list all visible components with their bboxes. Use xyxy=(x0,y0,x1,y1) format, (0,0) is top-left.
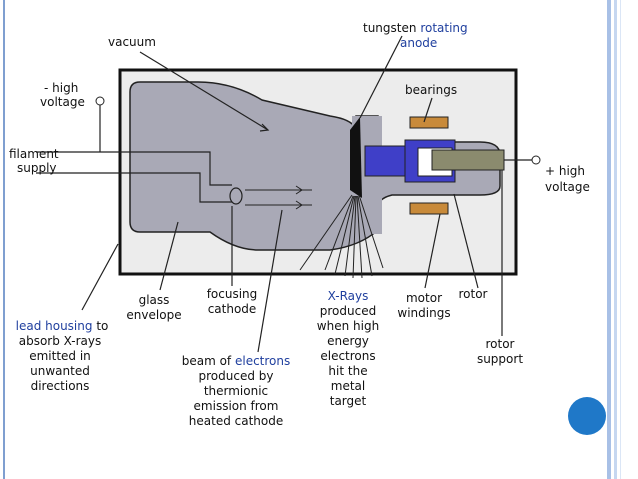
lead-housing-title: lead housing to xyxy=(6,320,118,333)
lead-housing-to: to xyxy=(92,319,109,333)
lead-line: unwanted xyxy=(30,364,90,378)
slide-right-border xyxy=(607,0,611,479)
label-glass: glass xyxy=(138,293,170,307)
label-bearings: bearings xyxy=(405,83,458,97)
cathode-coil xyxy=(229,187,243,205)
label-windings: windings xyxy=(397,306,451,320)
beam-title: beam of electrons xyxy=(174,355,298,368)
label-rotating: rotating xyxy=(420,21,468,35)
slide-right-border-inner xyxy=(614,0,617,479)
label-filament: filament xyxy=(9,147,59,161)
label-supply: supply xyxy=(17,161,57,175)
label-tungsten: tungsten xyxy=(363,21,417,35)
label-motor: motor xyxy=(405,291,442,305)
beam-of: beam of xyxy=(181,354,235,368)
accent-dot xyxy=(568,397,606,435)
label-rotor-support-2: support xyxy=(476,352,524,366)
beam-arrow-1 xyxy=(295,185,303,195)
leader-lines xyxy=(36,35,503,353)
bearing-top xyxy=(409,116,449,129)
slide-left-border xyxy=(3,0,5,479)
label-focusing: focusing xyxy=(206,287,258,301)
xrays-line: electrons xyxy=(320,349,376,363)
label-vacuum: vacuum xyxy=(108,35,156,49)
xrays-line: when high xyxy=(316,319,380,333)
plus-terminal xyxy=(531,155,541,165)
label-envelope: envelope xyxy=(126,308,182,322)
beam-line: emission from xyxy=(193,399,279,413)
beam-arrow-2 xyxy=(295,200,303,210)
xrays-line: metal xyxy=(330,379,366,393)
minus-terminal xyxy=(95,96,105,106)
lead-line: absorb X-rays xyxy=(18,334,102,348)
lead-line: directions xyxy=(30,379,90,393)
bearing-bottom xyxy=(409,202,449,215)
beam-line: heated cathode xyxy=(188,414,284,428)
filament-lead-2 xyxy=(68,172,232,203)
xrays-line: target xyxy=(329,394,367,408)
beam-line: thermionic xyxy=(203,384,269,398)
beam-line: produced by xyxy=(198,369,274,383)
xrays-line: hit the xyxy=(328,364,368,378)
label-anode: anode xyxy=(400,36,438,50)
label-minus-voltage: voltage xyxy=(40,95,85,109)
lead-housing-blue: lead housing xyxy=(15,319,93,333)
slide-right-border-thin xyxy=(620,0,621,479)
xray-arrows xyxy=(299,194,384,279)
label-minus-high: - high xyxy=(44,81,79,95)
beam-electrons: electrons xyxy=(234,354,291,368)
label-rotor: rotor xyxy=(458,287,488,301)
label-plus-high: + high xyxy=(545,164,586,178)
xrays-line: energy xyxy=(327,334,369,348)
label-plus-voltage: voltage xyxy=(545,180,590,194)
label-xrays: X-Rays xyxy=(327,289,369,303)
lead-line: emitted in xyxy=(29,349,91,363)
label-tungsten-rotating: tungsten rotating xyxy=(363,22,468,35)
anode-target xyxy=(350,117,362,198)
xrays-line: produced xyxy=(319,304,377,318)
rotor-support-shaft xyxy=(431,149,505,171)
label-rotor-support-1: rotor xyxy=(485,337,515,351)
filament-lead-1 xyxy=(68,151,232,186)
label-cathode: cathode xyxy=(207,302,257,316)
